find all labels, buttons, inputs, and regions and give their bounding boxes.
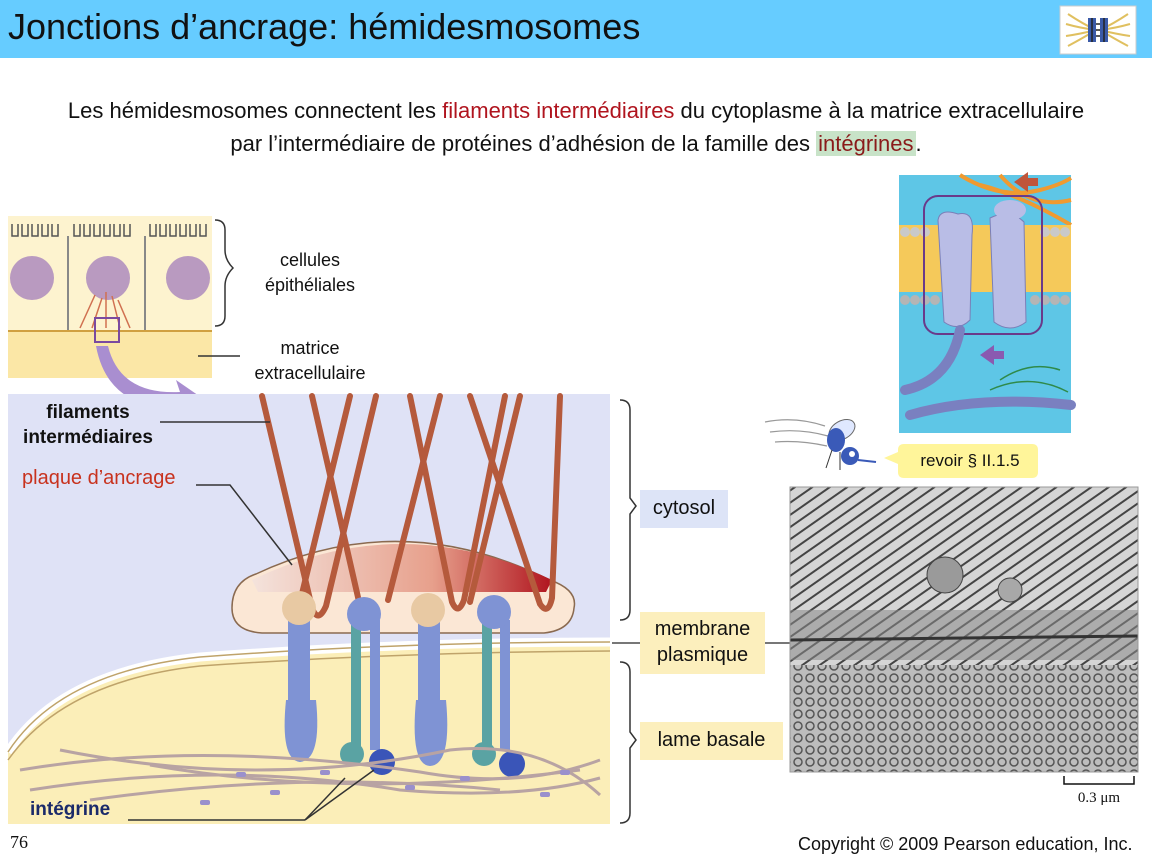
intro-part3: par l’intermédiaire de protéines d’adhés… — [230, 131, 817, 156]
label-integrine: intégrine — [30, 799, 111, 820]
label-lame-basale: lame basale — [640, 722, 783, 760]
mosquito-mascot-icon — [764, 419, 877, 470]
integrin-proteins — [282, 591, 525, 777]
intro-part4: . — [915, 131, 922, 156]
label-filaments: filaments — [46, 402, 130, 423]
page-number: 76 — [10, 832, 28, 852]
label-membrane: membrane — [654, 618, 751, 640]
label-cytosol: cytosol — [640, 490, 728, 528]
scale-bar-label: 0.3 μm — [1077, 790, 1121, 806]
label-filaments-intermediaires: filaments intermédiaires — [8, 400, 168, 450]
label-matrice: matrice — [280, 338, 340, 358]
intro-highlight-integrines: intégrines — [816, 131, 916, 156]
basal-lamina-fibers — [19, 746, 602, 802]
revoir-link[interactable]: revoir § II.1.5 — [920, 451, 1020, 470]
intro-highlight-filaments: filaments intermédiaires — [442, 98, 675, 123]
intro-part2: du cytoplasme à la matrice extracellulai… — [674, 98, 1085, 123]
electron-micrograph — [789, 486, 1139, 773]
label-plasmique: plasmique — [656, 644, 749, 666]
copyright-text: Copyright © 2009 Pearson education, Inc. — [798, 834, 1133, 854]
label-cellules-epitheliales: cellules épithéliales — [250, 248, 370, 298]
hemidesmosome-logo-icon — [1059, 5, 1137, 55]
label-membrane-plasmique: membrane plasmique — [640, 612, 765, 674]
label-epitheliales: épithéliales — [264, 275, 356, 295]
label-cellules: cellules — [279, 250, 341, 270]
integrin-membrane-inset — [899, 172, 1076, 433]
label-plaque-ancrage: plaque d’ancrage — [22, 467, 176, 489]
intro-text: Les hémidesmosomes connectent les filame… — [0, 94, 1152, 160]
label-matrice-extracellulaire: matrice extracellulaire — [240, 336, 380, 386]
header-bar: Jonctions d’ancrage: hémidesmosomes — [0, 0, 1152, 58]
label-extracellulaire: extracellulaire — [254, 363, 366, 383]
page-title: Jonctions d’ancrage: hémidesmosomes — [8, 6, 641, 47]
label-intermediaires: intermédiaires — [23, 427, 153, 448]
intro-part1: Les hémidesmosomes connectent les — [67, 98, 443, 123]
